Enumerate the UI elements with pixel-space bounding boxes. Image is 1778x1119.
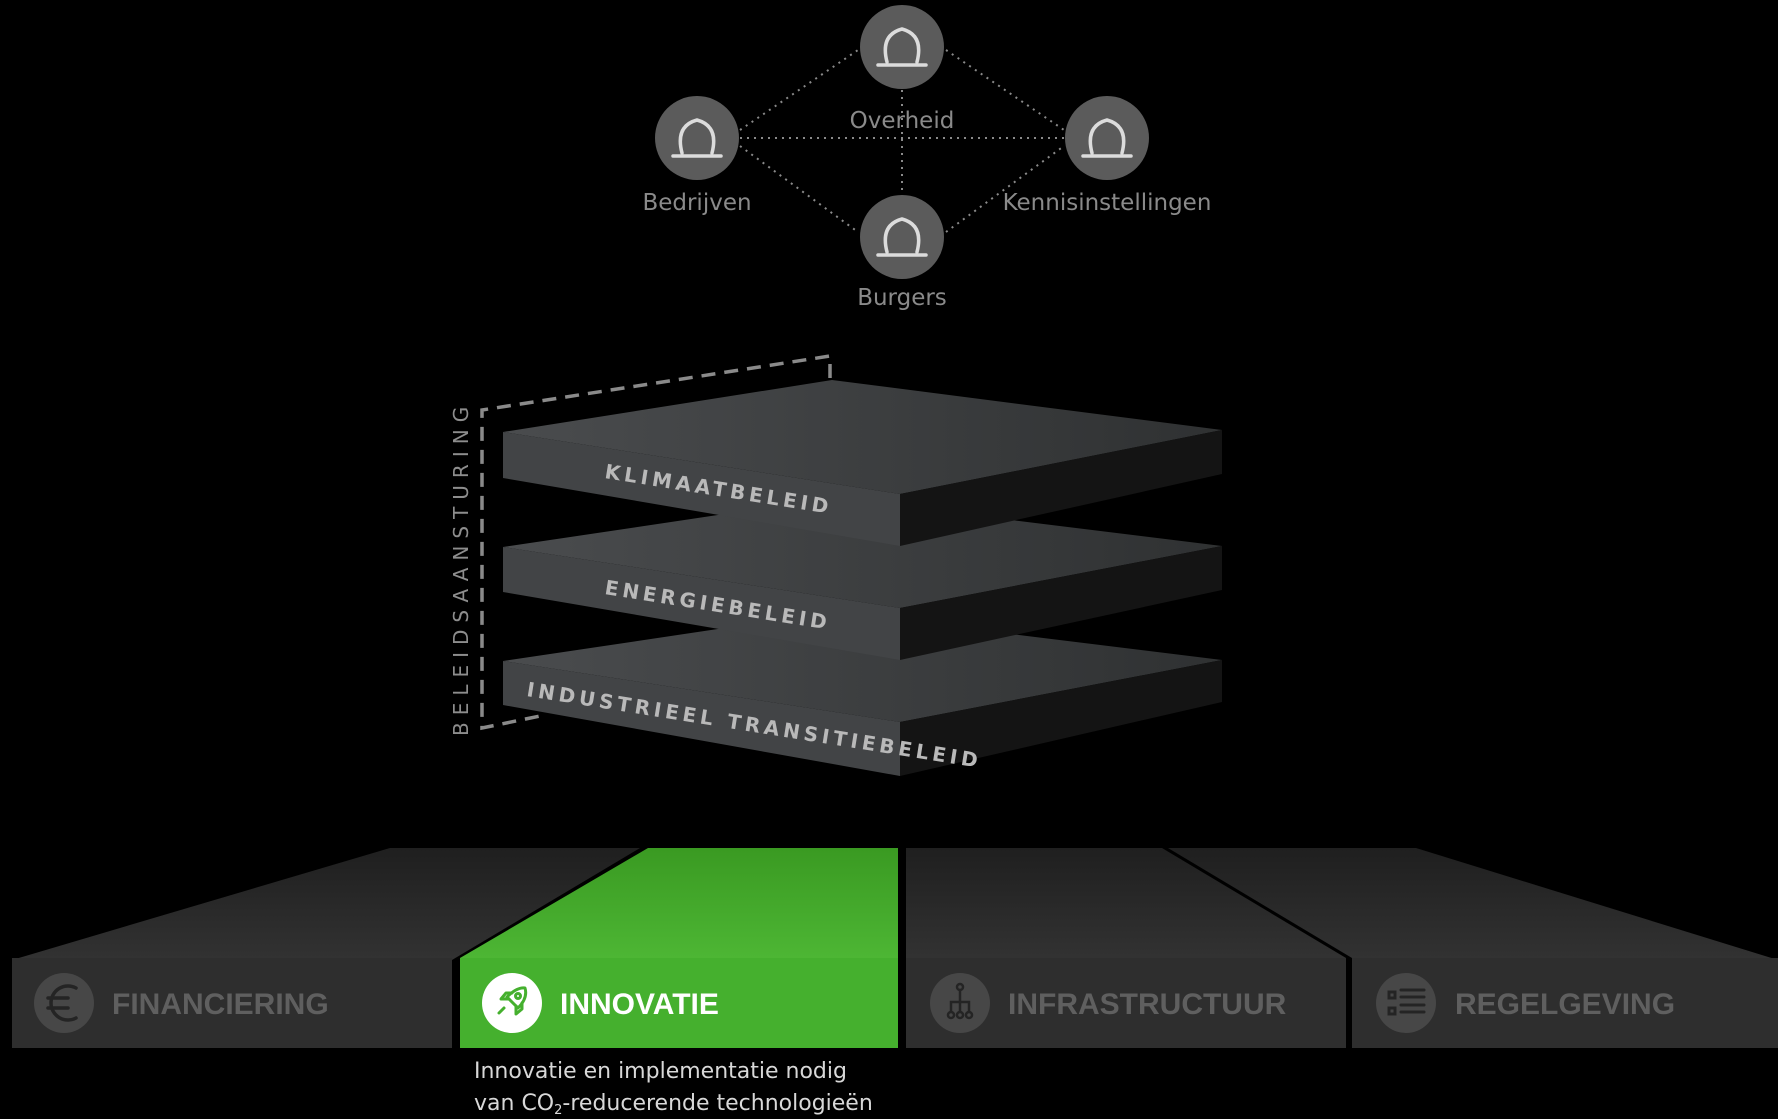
network-connections: [739, 49, 1066, 233]
connection-line: [945, 49, 1065, 131]
pillar-infrastructuur[interactable]: INFRASTRUCTUUR: [906, 958, 1346, 1048]
connection-line: [739, 145, 859, 233]
pillar-financiering[interactable]: FINANCIERING: [12, 958, 452, 1048]
description-subscript: 2: [554, 1103, 563, 1118]
layer-klimaatbeleid: KLIMAATBELEID: [503, 380, 1222, 546]
layer-front-face: [503, 547, 900, 660]
governance-label: BELEIDSAANSTURING: [449, 400, 473, 736]
layer-energiebeleid: ENERGIEBELEID: [503, 498, 1222, 660]
pillar-label: INNOVATIE: [560, 988, 719, 1021]
pillar-innovatie[interactable]: INNOVATIE: [460, 958, 898, 1048]
pillar-top-innovatie: [460, 848, 898, 958]
layer-front-face: [503, 661, 900, 776]
person-icon: [1081, 118, 1133, 158]
list-icon: [1387, 988, 1426, 1016]
description-suffix: -reducerende technologieën: [562, 1091, 873, 1116]
description-line-1: Innovatie en implementatie nodig: [474, 1059, 847, 1084]
actor-circle: [860, 195, 944, 279]
actor-label-bedrijven: Bedrijven: [642, 190, 751, 216]
actor-circle: [655, 96, 739, 180]
person-icon: [876, 217, 928, 257]
actor-circle: [1065, 96, 1149, 180]
person-icon: [671, 118, 723, 158]
governance-bracket: [480, 353, 832, 731]
policy-stack: BELEIDSAANSTURING INDUSTRIEEL TRANSITIEB…: [449, 353, 1222, 776]
pillar-top-regelgeving: [1168, 848, 1778, 960]
layer-front-face: [503, 432, 900, 546]
person-icon: [876, 27, 928, 67]
euro-icon: [46, 984, 78, 1022]
actor-label-kennisinstellingen: Kennisinstellingen: [1003, 190, 1212, 216]
actor-burgers: Burgers: [857, 195, 947, 311]
pillar-top-financiering: [12, 848, 640, 960]
actor-overheid: Overheid: [850, 5, 955, 134]
connection-line: [945, 145, 1065, 233]
layer-side-face: [900, 546, 1222, 660]
actor-bedrijven: Bedrijven: [642, 96, 752, 216]
description-prefix: van CO: [474, 1091, 555, 1116]
pillar-label: FINANCIERING: [112, 988, 329, 1021]
icon-circle: [34, 973, 94, 1033]
network-icon: [946, 982, 974, 1020]
layer-side-face: [900, 430, 1222, 546]
actor-label-burgers: Burgers: [857, 285, 947, 311]
actor-kennisinstellingen: Kennisinstellingen: [1003, 96, 1212, 216]
icon-circle: [1376, 973, 1436, 1033]
description-line-2: van CO2-reducerende technologieën: [474, 1088, 914, 1119]
pillar-label: INFRASTRUCTUUR: [1008, 988, 1287, 1021]
actor-network: Overheid Bedrijven Kennisinstellingen: [642, 5, 1211, 311]
connection-line: [739, 49, 859, 131]
actor-label-overheid: Overheid: [850, 108, 955, 134]
layer-top-face: [503, 612, 1222, 722]
layer-side-face: [900, 660, 1222, 776]
layer-top-face: [503, 498, 1222, 608]
innovatie-description: Innovatie en implementatie nodig van CO2…: [474, 1056, 914, 1119]
pillar-label: REGELGEVING: [1455, 988, 1675, 1021]
pillar-top-infrastructuur: [906, 848, 1346, 958]
pillars: FINANCIERING INNOVATIE: [12, 848, 1778, 1048]
rocket-icon: [497, 986, 528, 1016]
actor-circle: [860, 5, 944, 89]
pillar-regelgeving[interactable]: REGELGEVING: [1352, 958, 1778, 1048]
layer-top-face: [503, 380, 1222, 494]
